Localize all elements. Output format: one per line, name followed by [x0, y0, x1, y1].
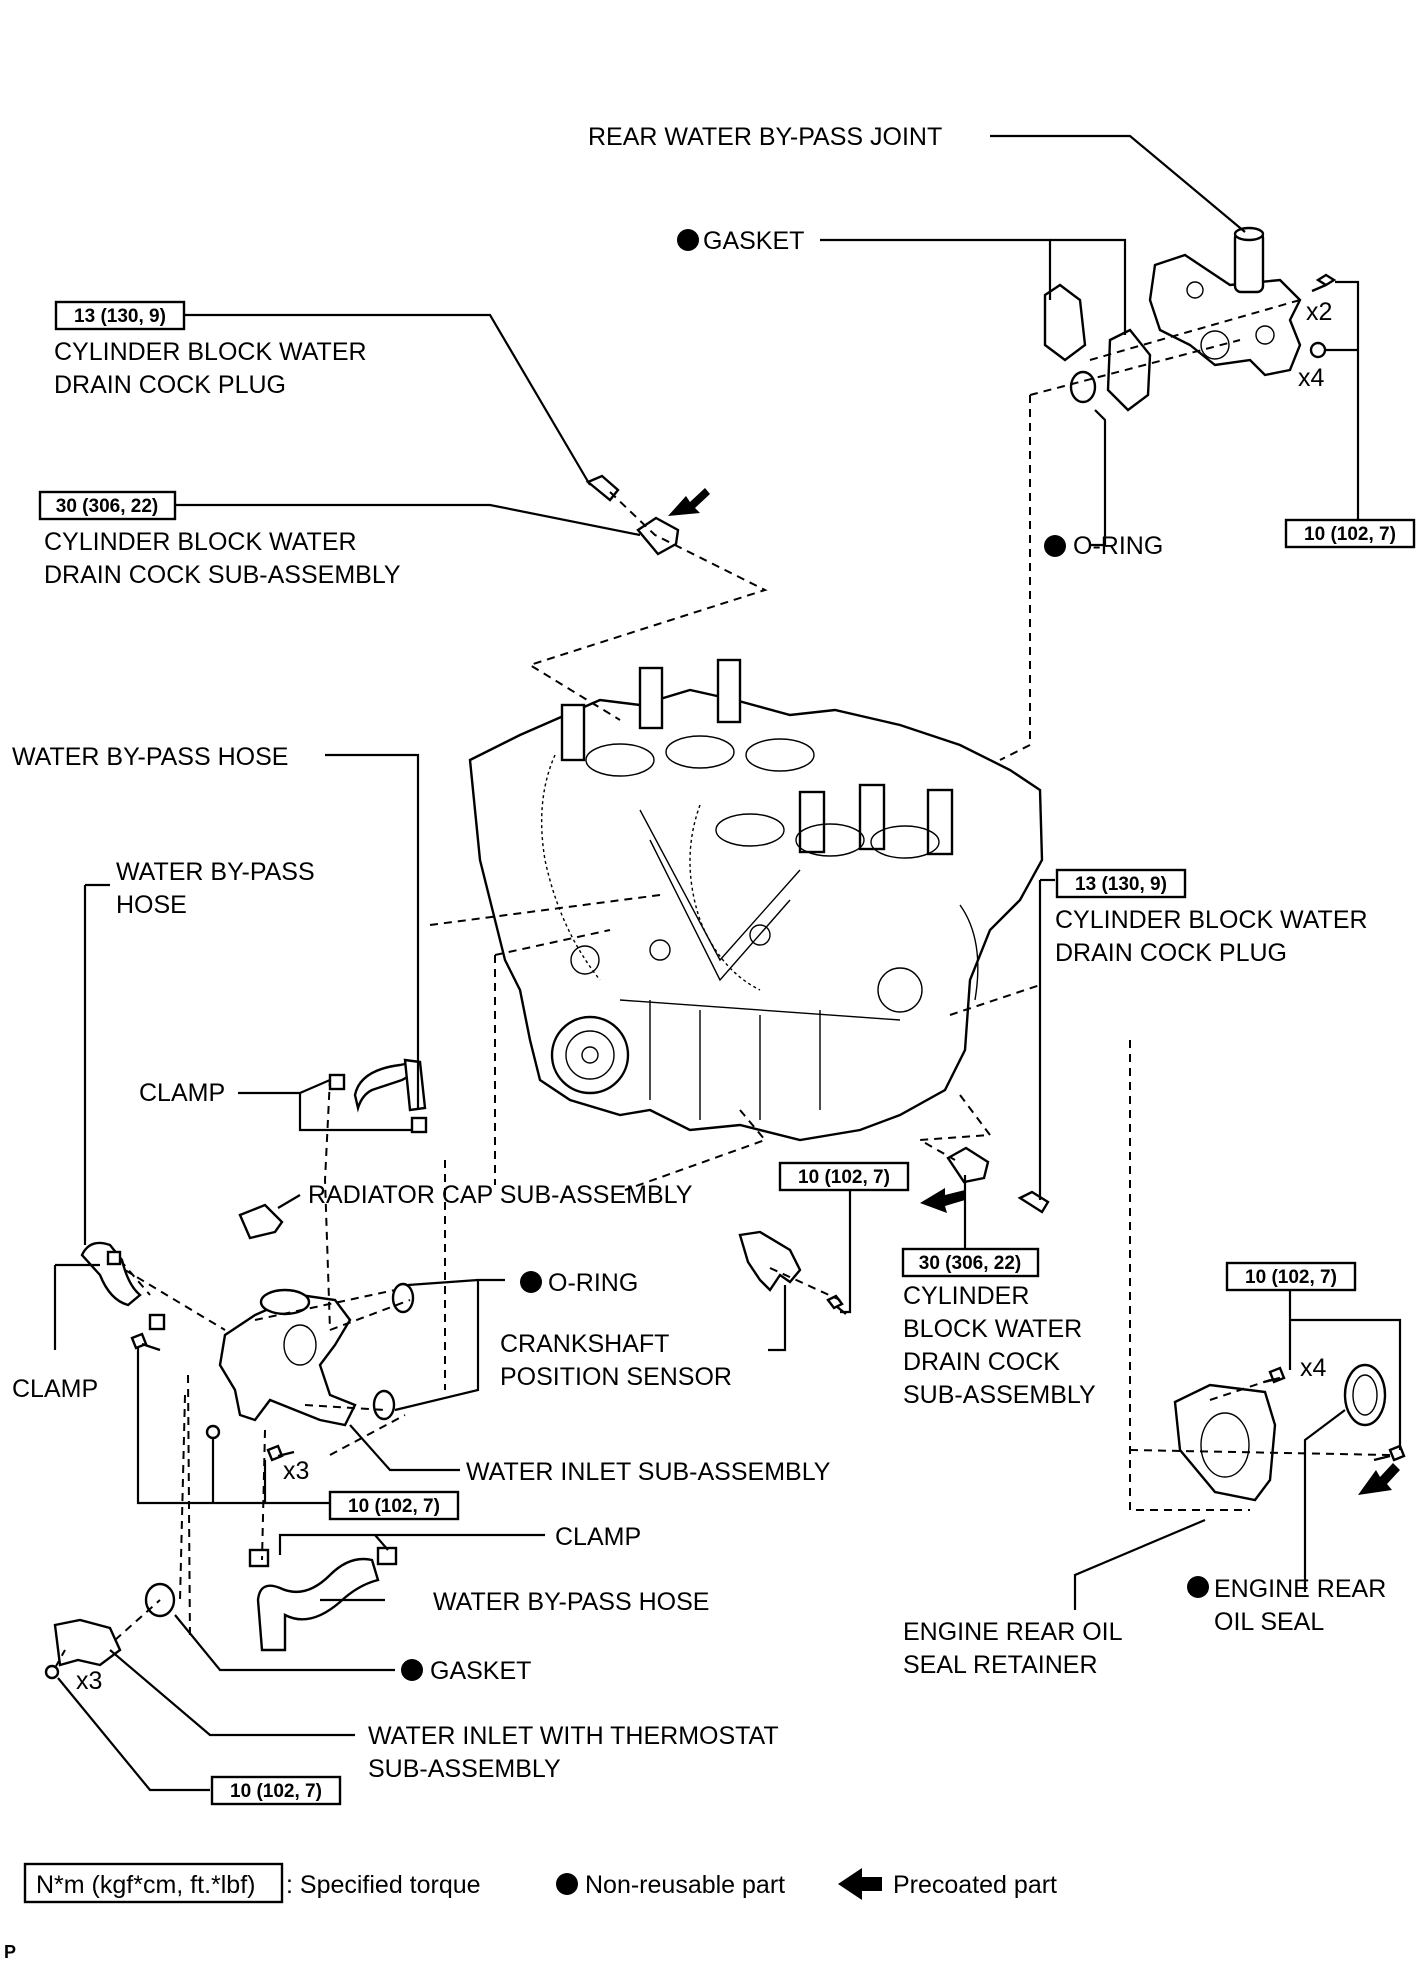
bolt-x2 [1311, 273, 1337, 293]
o-ring-mid-part-2 [372, 1389, 396, 1421]
dashed-guides [54, 299, 1391, 1669]
water-inlet-thermostat-part [53, 1618, 122, 1667]
rear-water-bypass-joint-part [1148, 226, 1302, 377]
label-hose: HOSE [116, 891, 187, 919]
label-right-plug-1: CYLINDER BLOCK WATER [1055, 906, 1368, 934]
label-engine-rear-oil-seal-1: ENGINE REAR [1214, 1575, 1386, 1603]
nut-inlet-1 [205, 1424, 221, 1440]
label-gasket-bottom: GASKET [430, 1657, 531, 1685]
legend-precoated: Precoated part [893, 1871, 1057, 1899]
label-clamp-upper: CLAMP [139, 1079, 225, 1107]
legend-non-reusable: Non-reusable part [585, 1871, 785, 1899]
clamp-left-part-1 [106, 1250, 122, 1266]
label-drain-cock-plug-1: DRAIN COCK PLUG [54, 371, 286, 399]
o-ring-top-part [1069, 370, 1097, 404]
non-reusable-dot-o-ring-top [1044, 535, 1066, 557]
label-x4-top: x4 [1298, 364, 1325, 392]
engine-block [468, 658, 1044, 1142]
water-bypass-hose-left-part [80, 1241, 142, 1307]
precoated-arrow-rear [1358, 1463, 1400, 1495]
label-x4-right: x4 [1300, 1354, 1327, 1382]
torque-30-top: 30 (306, 22) [56, 496, 158, 517]
label-water-bypass-hose-bottom: WATER BY-PASS HOSE [433, 1588, 709, 1616]
label-crankshaft-1: CRANKSHAFT [500, 1330, 669, 1358]
engine-rear-oil-seal-part [1343, 1363, 1387, 1427]
precoated-arrow-right [920, 1188, 965, 1213]
torque-13-right: 13 (130, 9) [1075, 874, 1167, 895]
label-crankshaft-2: POSITION SENSOR [500, 1363, 732, 1391]
label-clamp-lower: CLAMP [555, 1523, 641, 1551]
label-x3-bottom: x3 [76, 1667, 102, 1695]
label-o-ring-mid: O-RING [548, 1269, 638, 1297]
engine-rear-oil-seal-retainer-part [1173, 1383, 1277, 1502]
label-engine-rear-retainer-2: SEAL RETAINER [903, 1651, 1098, 1679]
label-o-ring-top: O-RING [1073, 532, 1163, 560]
label-drain-cock-sub-assembly-1: DRAIN COCK SUB-ASSEMBLY [44, 561, 401, 589]
label-engine-rear-oil-seal-2: OIL SEAL [1214, 1608, 1324, 1636]
bolt-x3-mid [266, 1444, 295, 1462]
label-x2: x2 [1306, 298, 1332, 326]
legend-non-reusable-dot [556, 1873, 578, 1895]
clamp-left-part-2 [148, 1313, 166, 1331]
non-reusable-dot-o-ring-mid [520, 1271, 542, 1293]
clamp-lower-part-1 [248, 1548, 270, 1568]
precoated-arrow-top [668, 488, 710, 516]
label-right-plug-2: DRAIN COCK PLUG [1055, 939, 1287, 967]
label-engine-rear-retainer-1: ENGINE REAR OIL [903, 1618, 1123, 1646]
label-water-inlet-thermostat-1: WATER INLET WITH THERMOSTAT [368, 1722, 779, 1750]
torque-13-top: 13 (130, 9) [74, 306, 166, 327]
bolt-inlet-1 [130, 1332, 161, 1352]
label-right-cock-2: BLOCK WATER [903, 1315, 1082, 1343]
label-water-inlet-sub: WATER INLET SUB-ASSEMBLY [466, 1458, 831, 1486]
non-reusable-dot-gasket-top [677, 229, 699, 251]
label-water-bypass: WATER BY-PASS [116, 858, 315, 886]
torque-10-sensor: 10 (102, 7) [798, 1167, 890, 1188]
torque-10-bottom: 10 (102, 7) [230, 1781, 322, 1802]
leader-lines [53, 134, 1402, 1792]
torque-boxes: 13 (130, 9) 30 (306, 22) 10 (102, 7) 13 … [38, 300, 1416, 1806]
label-right-cock-4: SUB-ASSEMBLY [903, 1381, 1096, 1409]
label-clamp-left: CLAMP [12, 1375, 98, 1403]
label-corner-code: P [4, 1942, 16, 1962]
label-cylinder-block-water-1: CYLINDER BLOCK WATER [54, 338, 367, 366]
legend: N*m (kgf*cm, ft.*lbf) : Specified torque… [23, 1862, 1057, 1904]
torque-30-right: 30 (306, 22) [919, 1253, 1021, 1274]
torque-10-rear: 10 (102, 7) [1245, 1267, 1337, 1288]
text-labels: REAR WATER BY-PASS JOINT GASKET CYLINDER… [4, 123, 1386, 1962]
clamp-upper-part-1 [328, 1073, 346, 1091]
label-x3-mid: x3 [283, 1457, 309, 1485]
torque-10-inlet: 10 (102, 7) [348, 1496, 440, 1517]
label-water-bypass-hose-top: WATER BY-PASS HOSE [12, 743, 288, 771]
legend-precoated-arrow [838, 1868, 882, 1900]
legend-specified-torque: : Specified torque [286, 1871, 481, 1899]
clamp-upper-part-2 [410, 1116, 428, 1134]
drain-cock-plug-top-part [585, 474, 620, 502]
label-gasket-top: GASKET [703, 227, 804, 255]
bolt-rear-precoat [1373, 1444, 1406, 1462]
water-bypass-hose-lower-part [256, 1557, 380, 1652]
label-rear-water-bypass-joint: REAR WATER BY-PASS JOINT [588, 123, 942, 151]
label-radiator-cap: RADIATOR CAP SUB-ASSEMBLY [308, 1181, 693, 1209]
nut-x4 [1309, 341, 1327, 359]
legend-unit-box: N*m (kgf*cm, ft.*lbf) [36, 1871, 255, 1899]
radiator-cap-part [238, 1203, 284, 1240]
crankshaft-sensor-part [738, 1230, 802, 1292]
torque-10-topright: 10 (102, 7) [1304, 524, 1396, 545]
nut-x3-bottom [44, 1664, 60, 1680]
bolt-rear-x4 [1263, 1366, 1286, 1384]
drain-cock-sub-right-part [946, 1146, 990, 1184]
drain-cock-plug-right-part [1017, 1190, 1050, 1214]
label-right-cock-3: DRAIN COCK [903, 1348, 1060, 1376]
o-ring-mid-part-1 [391, 1282, 415, 1314]
non-reusable-dot-rear-seal [1187, 1576, 1209, 1598]
non-reusable-dot-gasket-bottom [401, 1659, 423, 1681]
water-inlet-sub-part [218, 1288, 357, 1427]
gasket-top-part-1 [1043, 283, 1087, 362]
label-water-inlet-thermostat-2: SUB-ASSEMBLY [368, 1755, 561, 1783]
drain-cock-sub-top-part [636, 516, 680, 556]
label-right-cock-1: CYLINDER [903, 1282, 1029, 1310]
label-cylinder-block-water-2: CYLINDER BLOCK WATER [44, 528, 357, 556]
